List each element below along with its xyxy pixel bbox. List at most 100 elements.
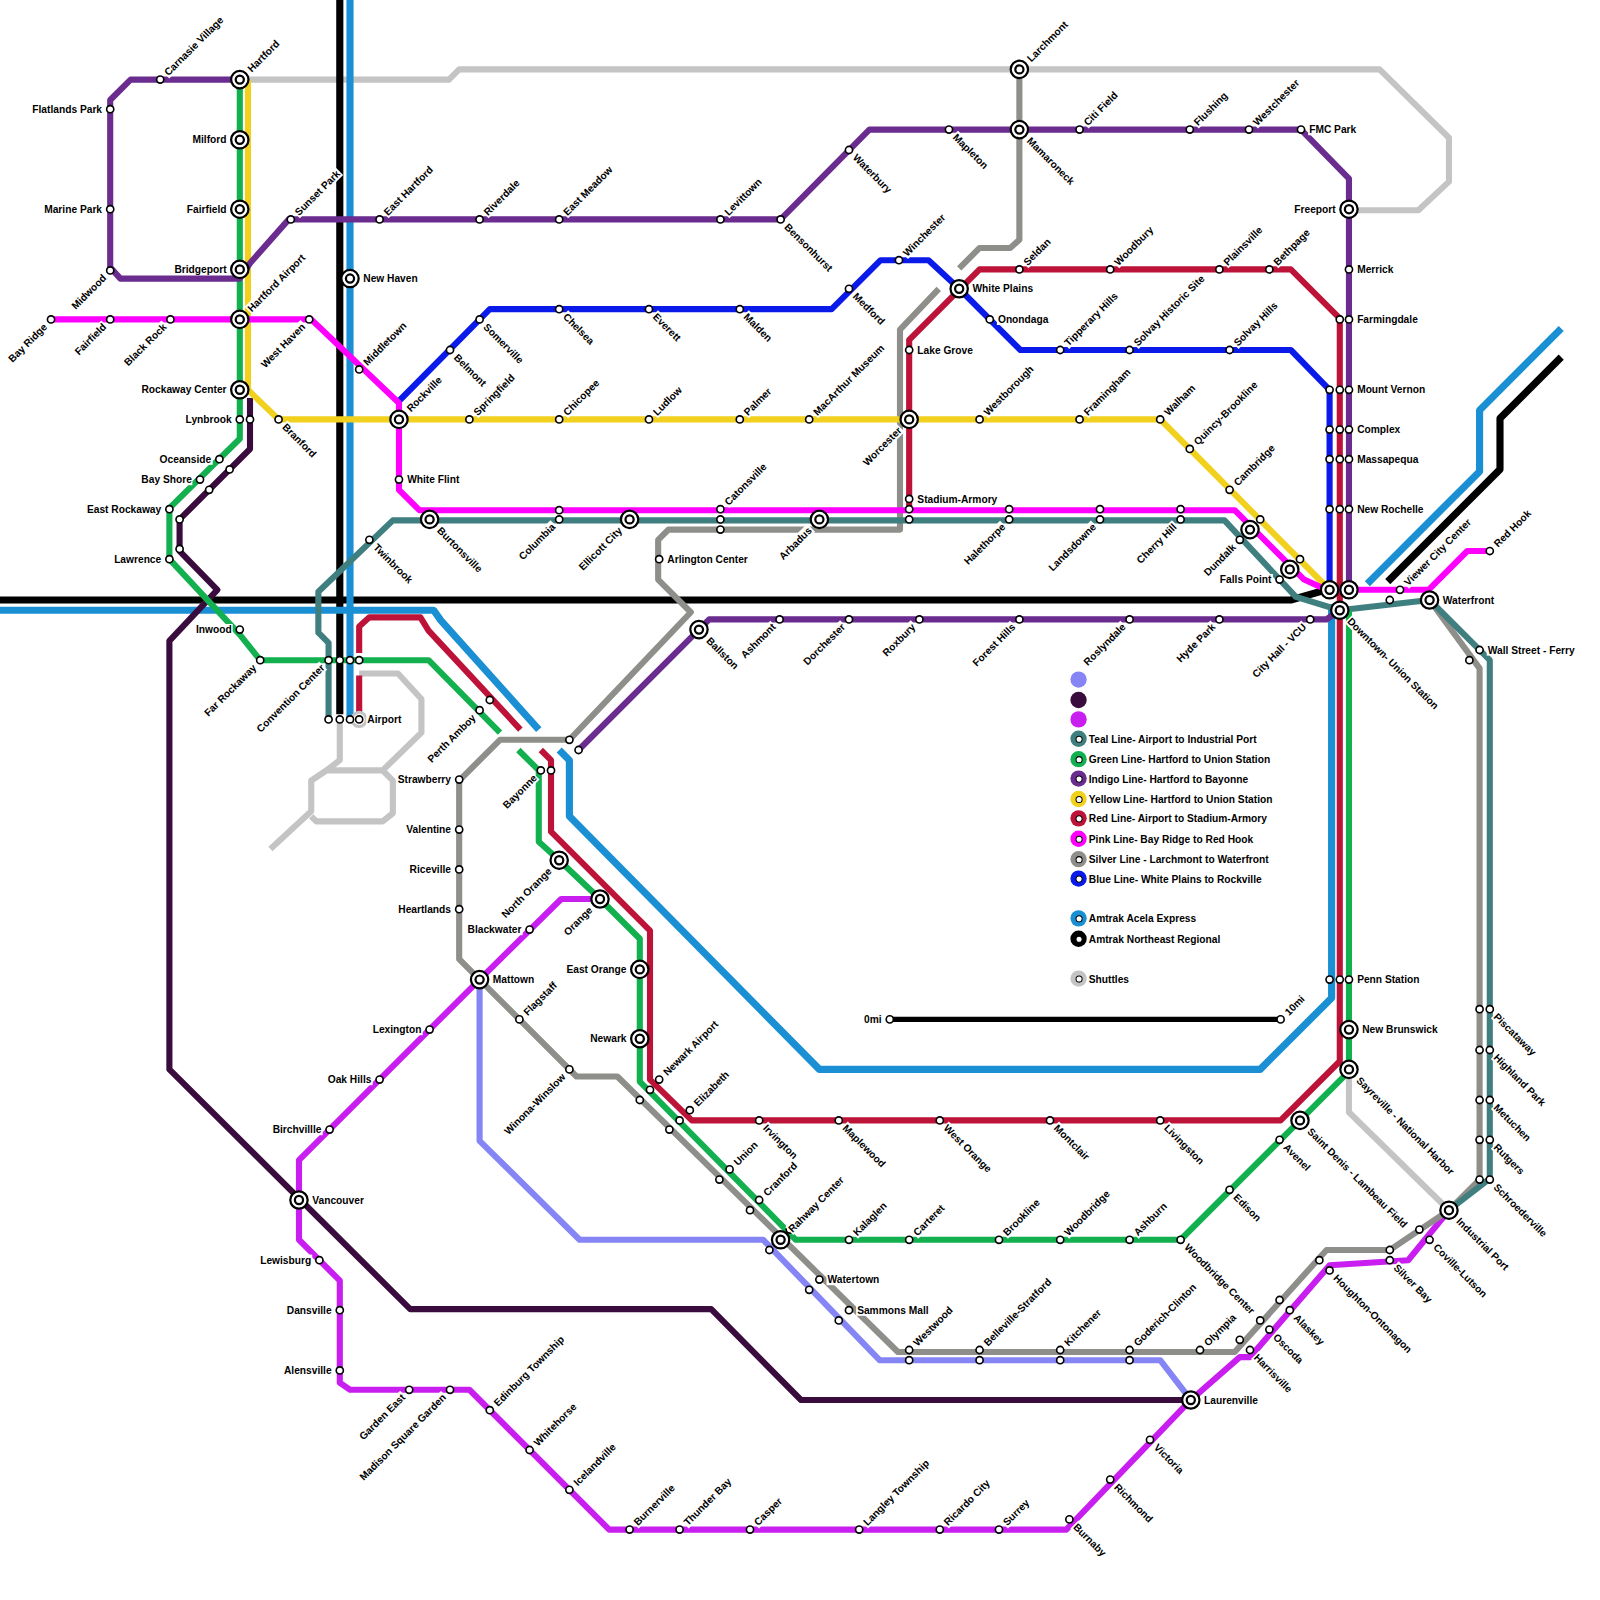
interchange-marker bbox=[1331, 602, 1348, 619]
interchange-core bbox=[476, 976, 484, 984]
station-label: Lawrence bbox=[113, 554, 162, 565]
station-label: Cranford bbox=[760, 1159, 800, 1199]
legend-swatch bbox=[1070, 751, 1086, 767]
interchange-ring bbox=[1281, 561, 1298, 578]
interchange-marker bbox=[621, 511, 638, 528]
station-label: Roxbury bbox=[880, 620, 919, 659]
station-label: Cambridge bbox=[1231, 442, 1278, 489]
interchange-core bbox=[1246, 526, 1254, 534]
station-label: Bayonne bbox=[500, 771, 540, 811]
station-dot bbox=[1416, 1226, 1423, 1233]
station-dot bbox=[107, 267, 114, 274]
station-label: Framingham bbox=[1081, 366, 1134, 419]
interchange-ring bbox=[1291, 1112, 1308, 1129]
station-label: Elizabeth bbox=[691, 1068, 732, 1109]
interchange-marker bbox=[421, 511, 438, 528]
station-label: Oceanside bbox=[159, 454, 213, 465]
legend-text: Green Line- Hartford to Union Station bbox=[1089, 754, 1270, 765]
station-label: Onondaga bbox=[997, 314, 1050, 325]
station-label: Houghton-Ontonagon bbox=[1331, 1271, 1415, 1355]
station-dot bbox=[776, 616, 783, 623]
station-label: Sammons Mall bbox=[856, 1305, 930, 1316]
interchange-ring bbox=[621, 511, 638, 528]
interchange-core bbox=[236, 386, 244, 394]
station-dot bbox=[756, 1117, 763, 1124]
station-dot bbox=[1345, 426, 1352, 433]
station-dot bbox=[1326, 1267, 1333, 1274]
rail-line bbox=[169, 80, 500, 733]
station-dot bbox=[466, 416, 473, 423]
station-label: Alaskey bbox=[1291, 1311, 1328, 1348]
station-dot bbox=[717, 516, 724, 523]
interchange-marker bbox=[231, 261, 248, 278]
station-dot bbox=[446, 346, 453, 353]
station-label: Downtown- Union Station bbox=[1344, 615, 1441, 712]
interchange-core bbox=[636, 965, 644, 973]
station-label: Silver Bay bbox=[1391, 1261, 1435, 1305]
station-dot bbox=[336, 716, 343, 723]
station-dot bbox=[1126, 1346, 1133, 1353]
station-label: Laurenville bbox=[1203, 1394, 1259, 1405]
station-label: Riceville bbox=[409, 864, 452, 875]
legend-row: Shuttles bbox=[1070, 970, 1129, 986]
interchange-ring bbox=[231, 201, 248, 218]
station-dot bbox=[746, 1526, 753, 1533]
station-label: Penn Station bbox=[1356, 974, 1420, 985]
station-dot bbox=[556, 516, 563, 523]
station-label: Valentine bbox=[405, 824, 452, 835]
rail-line bbox=[541, 269, 1340, 1120]
interchange-core bbox=[626, 515, 634, 523]
interchange-core bbox=[1015, 126, 1023, 134]
interchange-marker bbox=[591, 890, 608, 907]
station-label: Goderich-Clinton bbox=[1131, 1281, 1199, 1349]
station-label: Rutgers bbox=[1491, 1141, 1528, 1178]
station-label: Far Rockaway bbox=[201, 661, 259, 719]
interchange-marker bbox=[290, 1191, 307, 1208]
station-label: Ricardo City bbox=[941, 1477, 993, 1529]
interchange-core bbox=[236, 76, 244, 84]
station-label: New Haven bbox=[362, 273, 418, 284]
station-dot bbox=[1006, 516, 1013, 523]
station-dot bbox=[575, 746, 582, 753]
station-dot bbox=[1296, 556, 1303, 563]
interchange-core bbox=[236, 205, 244, 213]
legend-text: Red Line- Airport to Stadium-Armory bbox=[1089, 813, 1267, 824]
station-dot bbox=[486, 696, 493, 703]
station-label: Birchvillle bbox=[272, 1124, 323, 1135]
station-label: Strawberry bbox=[397, 774, 452, 785]
swatch-core bbox=[1075, 935, 1082, 942]
station-dot bbox=[1066, 1516, 1073, 1523]
interchange-core bbox=[1286, 565, 1294, 573]
interchange-ring bbox=[231, 71, 248, 88]
legend-dot bbox=[1070, 671, 1086, 687]
station-dot bbox=[1236, 1336, 1243, 1343]
station-label: Malden bbox=[741, 310, 775, 344]
station-label: Ballston bbox=[704, 634, 742, 672]
station-dot bbox=[1476, 1046, 1483, 1053]
station-dot bbox=[1326, 506, 1333, 513]
station-label: Wall Street - Ferry bbox=[1487, 644, 1576, 655]
station-dot bbox=[976, 1346, 983, 1353]
legend-row: Silver Line - Larchmont to Waterfront bbox=[1070, 851, 1268, 867]
station-dot bbox=[376, 1076, 383, 1083]
station-label: Milford bbox=[192, 134, 228, 145]
rail-line bbox=[480, 980, 1191, 1400]
station-dot bbox=[995, 1236, 1002, 1243]
station-dot bbox=[336, 1367, 343, 1374]
swatch-core bbox=[1075, 775, 1082, 782]
station-dot bbox=[236, 416, 243, 423]
rail-line bbox=[559, 604, 1331, 1069]
station-dot bbox=[1057, 1346, 1064, 1353]
interchange-marker bbox=[231, 131, 248, 148]
station-label: New Brunswick bbox=[1361, 1024, 1438, 1035]
legend-row: Amtrak Northeast Regional bbox=[1070, 931, 1220, 947]
station-dot bbox=[1177, 1236, 1184, 1243]
station-label: Westchester bbox=[1250, 76, 1302, 128]
station-label: Falls Point bbox=[1219, 574, 1273, 585]
station-label: Solvay Hills bbox=[1231, 299, 1281, 349]
station-dot bbox=[1326, 456, 1333, 463]
station-label: Solvay Historic Site bbox=[1131, 272, 1208, 349]
station-label: Union bbox=[731, 1138, 761, 1168]
station-dot bbox=[287, 216, 294, 223]
station-label: Maplewood bbox=[840, 1121, 889, 1170]
